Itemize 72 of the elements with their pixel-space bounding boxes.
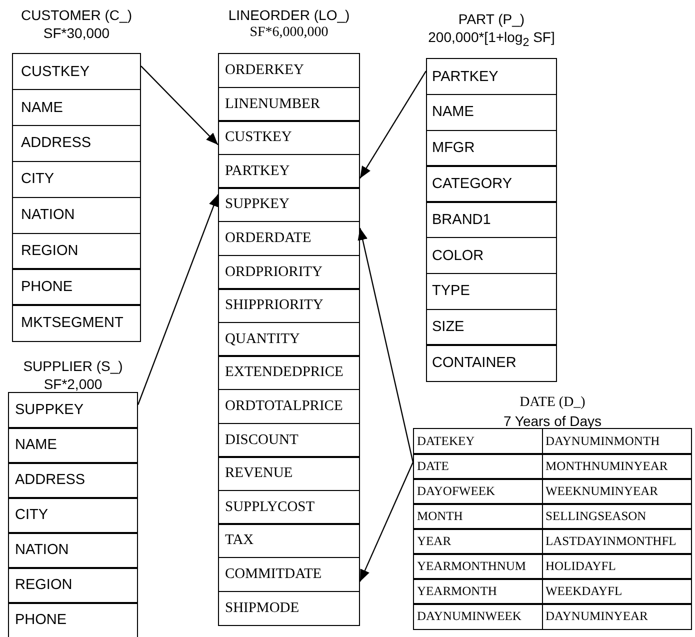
attribute-row: ORDPRIORITY: [218, 254, 360, 290]
attribute-row: DAYNUMINWEEK: [413, 603, 543, 630]
table-title: LINEORDER (LO_): [228, 6, 350, 24]
attribute-row: SUPPKEY: [8, 392, 138, 428]
arrow: [358, 228, 414, 462]
attribute-row: YEAR: [413, 528, 543, 554]
attribute-row: SHIPMODE: [218, 590, 360, 626]
attribute-row: CUSTKEY: [218, 120, 360, 156]
attribute-row: ADDRESS: [8, 462, 138, 498]
attribute-row: HOLIDAYFL: [542, 553, 692, 580]
table-title: DATE (D_): [520, 394, 586, 412]
attribute-row: YEARMONTHNUM: [413, 553, 543, 580]
arrow: [359, 462, 414, 582]
table-size-note: SF*30,000: [43, 24, 110, 42]
attribute-row: NATION: [8, 532, 138, 568]
attribute-row: NAME: [8, 427, 138, 464]
attribute-row: ORDERDATE: [218, 221, 360, 256]
arrow: [140, 66, 218, 146]
attribute-row: NAME: [426, 94, 557, 132]
attribute-row: REGION: [12, 232, 141, 270]
arrow: [359, 70, 427, 179]
table-size-note: SF*6,000,000: [250, 24, 328, 42]
attribute-row: CONTAINER: [426, 344, 557, 382]
table-title: PART (P_): [458, 10, 525, 28]
attribute-row: REGION: [8, 567, 138, 604]
attribute-row: SIZE: [426, 308, 557, 346]
attribute-row: ORDERKEY: [218, 53, 360, 88]
attribute-row: WEEKDAYFL: [542, 578, 692, 604]
attribute-row: YEARMONTH: [413, 578, 543, 604]
attribute-row: SHIPPRIORITY: [218, 288, 360, 324]
attribute-row: PHONE: [8, 602, 138, 637]
table-size-note: SF*2,000: [44, 375, 102, 393]
attribute-row: DAYNUMINMONTH: [542, 428, 692, 454]
attribute-row: SUPPLYCOST: [218, 490, 360, 525]
attribute-row: DISCOUNT: [218, 422, 360, 458]
attribute-row: NAME: [12, 88, 141, 126]
attribute-row: SUPPKEY: [218, 187, 360, 222]
attribute-row: BRAND1: [426, 201, 557, 238]
attribute-row: MONTH: [413, 503, 543, 530]
attribute-row: CITY: [8, 497, 138, 534]
attribute-row: CATEGORY: [426, 165, 557, 203]
attribute-row: ADDRESS: [12, 124, 141, 162]
attribute-row: NATION: [12, 196, 141, 234]
attribute-row: TAX: [218, 523, 360, 558]
attribute-row: DATEKEY: [413, 428, 543, 454]
table-size-note: 200,000*[1+log$_{2}$ SF]: [428, 28, 555, 51]
attribute-row: PARTKEY: [426, 58, 557, 96]
attribute-row: QUANTITY: [218, 322, 360, 357]
attribute-row: MKTSEGMENT: [12, 304, 141, 342]
attribute-row: PHONE: [12, 268, 141, 306]
attribute-row: DAYNUMINYEAR: [542, 603, 692, 630]
attribute-row: REVENUE: [218, 456, 360, 492]
attribute-row: ORDTOTALPRICE: [218, 389, 360, 424]
attribute-row: PARTKEY: [218, 154, 360, 189]
attribute-row: TYPE: [426, 272, 557, 310]
attribute-row: LINENUMBER: [218, 86, 360, 122]
arrow: [137, 194, 219, 405]
attribute-row: COMMITDATE: [218, 557, 360, 592]
attribute-row: MFGR: [426, 130, 557, 167]
attribute-row: LASTDAYINMONTHFL: [542, 528, 692, 554]
attribute-row: EXTENDEDPRICE: [218, 355, 360, 390]
attribute-row: WEEKNUMINYEAR: [542, 478, 692, 504]
attribute-row: SELLINGSEASON: [542, 503, 692, 530]
table-title: SUPPLIER (S_): [23, 357, 123, 375]
attribute-row: DATE: [413, 453, 543, 480]
attribute-row: CITY: [12, 160, 141, 198]
attribute-row: CUSTKEY: [12, 53, 141, 90]
attribute-row: DAYOFWEEK: [413, 478, 543, 504]
attribute-row: COLOR: [426, 237, 557, 274]
table-size-note: 7 Years of Days: [503, 412, 602, 430]
table-title: CUSTOMER (C_): [21, 6, 132, 24]
attribute-row: MONTHNUMINYEAR: [542, 453, 692, 480]
